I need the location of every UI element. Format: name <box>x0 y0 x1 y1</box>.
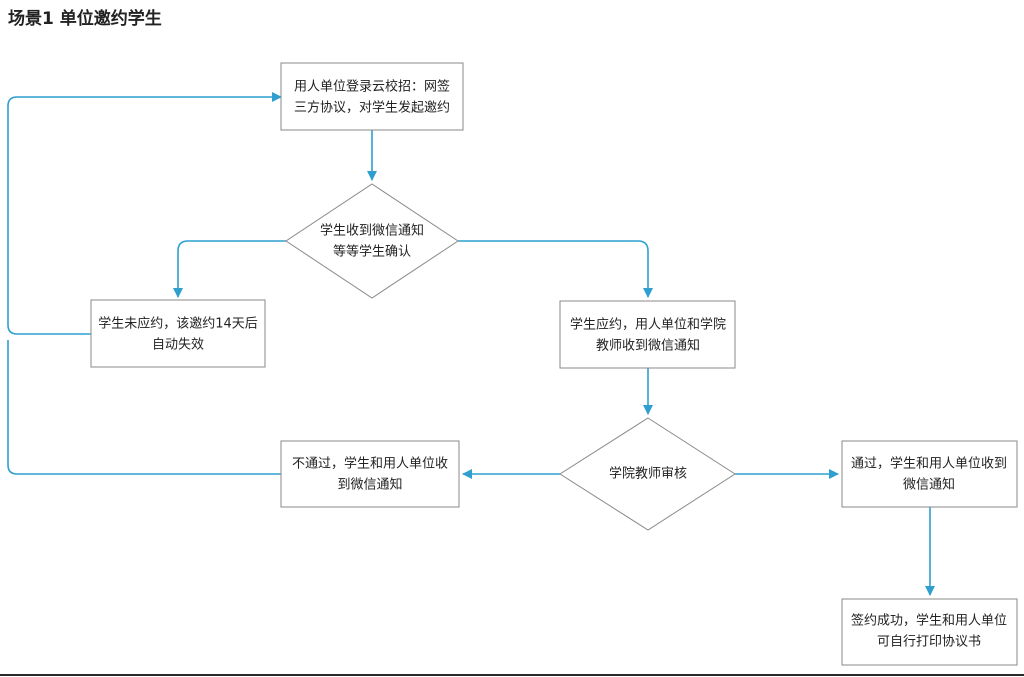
node-student-accept-line2: 教师收到微信通知 <box>596 338 700 354</box>
node-teacher-review-label: 学院教师审核 <box>609 466 687 482</box>
edge-notify-to-accept <box>458 240 653 298</box>
node-student-accept-line1: 学生应约，用人单位和学院 <box>570 317 726 333</box>
node-student-accept: 学生应约，用人单位和学院 教师收到微信通知 <box>559 300 736 369</box>
node-sign-success-line2: 可自行打印协议书 <box>877 635 981 650</box>
node-login-invite: 用人单位登录云校招：网签 三方协议，对学生发起邀约 <box>280 62 464 131</box>
node-review-fail-line2: 到微信通知 <box>337 477 402 493</box>
node-wechat-notify-decision: 学生收到微信通知 等等学生确认 <box>285 183 459 299</box>
page-title: 场景1 单位邀约学生 <box>8 9 162 29</box>
node-review-pass: 通过，学生和用人单位收到 微信通知 <box>841 440 1018 508</box>
node-login-invite-line2: 三方协议，对学生发起邀约 <box>294 100 450 116</box>
node-review-pass-line1: 通过，学生和用人单位收到 <box>851 456 1007 472</box>
edge-fail-to-login <box>7 340 281 475</box>
node-student-not-accept: 学生未应约，该邀约14天后 自动失效 <box>90 299 266 368</box>
node-review-fail-line1: 不通过，学生和用人单位收 <box>292 456 448 472</box>
edge-notify-to-not-accept <box>173 240 286 298</box>
node-teacher-review-decision: 学院教师审核 <box>559 417 736 531</box>
node-review-pass-line2: 微信通知 <box>903 477 955 493</box>
bottom-divider <box>0 674 1024 676</box>
node-sign-success-line1: 签约成功，学生和用人单位 <box>851 613 1007 629</box>
node-sign-success: 签约成功，学生和用人单位 可自行打印协议书 <box>841 598 1018 666</box>
node-wechat-notify-line1: 学生收到微信通知 <box>320 223 424 239</box>
node-wechat-notify-line2: 等等学生确认 <box>333 244 411 260</box>
node-student-not-accept-line2: 自动失效 <box>152 338 204 353</box>
node-review-fail: 不通过，学生和用人单位收 到微信通知 <box>280 440 460 508</box>
edge-not-accept-to-login <box>7 92 282 335</box>
node-student-not-accept-line1: 学生未应约，该邀约14天后 <box>98 316 258 332</box>
node-login-invite-line1: 用人单位登录云校招：网签 <box>294 79 450 95</box>
